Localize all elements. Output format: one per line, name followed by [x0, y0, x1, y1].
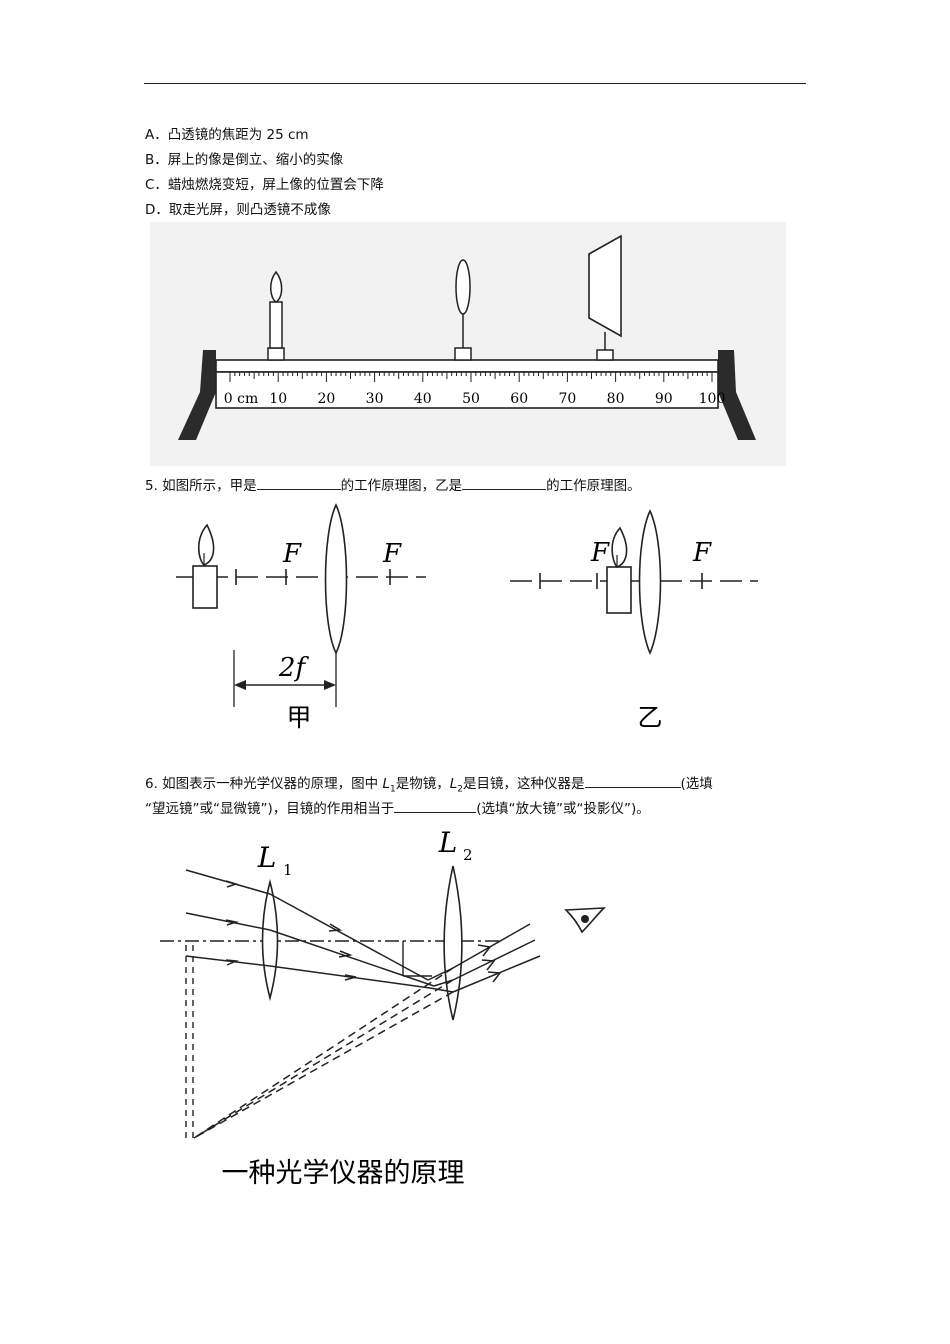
- q6-lens-l2: L: [449, 776, 458, 792]
- q6-text-1: 6. 如图表示一种光学仪器的原理，图中: [145, 776, 383, 792]
- scale-label: 10: [269, 391, 287, 407]
- distance-label-2f: 2f: [278, 653, 310, 683]
- option-a: A．凸透镜的焦距为 25 cm: [145, 127, 309, 143]
- right-stand: [718, 350, 756, 440]
- q5-text-2: 的工作原理图，乙是: [340, 478, 463, 494]
- focus-label-jia-left: F: [282, 539, 302, 569]
- eyepiece-lens-l2: [443, 865, 463, 1021]
- bench-rail: [215, 359, 719, 373]
- header-rule: [144, 83, 806, 84]
- figure-yi: F F 乙: [510, 509, 758, 732]
- candle-jia: [192, 565, 218, 609]
- flame-yi: [611, 526, 628, 568]
- q6-text-5: “望远镜”或“显微镜”)，目镜的作用相当于: [145, 801, 395, 817]
- scale-label: 60: [510, 391, 528, 407]
- scale-label: 0 cm: [224, 391, 258, 407]
- scale-label: 70: [558, 391, 576, 407]
- q6-text-2: 是物镜，: [395, 776, 450, 792]
- focus-label-yi-left: F: [590, 538, 610, 568]
- q6-lens-l2-sub: 2: [457, 784, 463, 795]
- label-l2: L: [438, 826, 458, 859]
- q6-answer-blank-1[interactable]: [584, 774, 681, 788]
- candle-holder: [267, 347, 285, 361]
- q5-text-1: 5. 如图所示，甲是: [145, 478, 257, 494]
- option-d: D．取走光屏，则凸透镜不成像: [145, 202, 331, 218]
- bench-scale: [215, 371, 719, 409]
- question-5: 5. 如图所示，甲是 的工作原理图，乙是 的工作原理图。: [145, 476, 641, 496]
- candle-yi: [606, 566, 632, 614]
- left-stand: [178, 350, 216, 440]
- option-b: B．屏上的像是倒立、缩小的实像: [145, 152, 344, 168]
- optical-bench-figure: 0 cm 10 20 30 40 50 60 70 80 90 100: [150, 222, 786, 466]
- q6-text-4: (选填: [680, 776, 713, 792]
- scale-label: 100: [699, 391, 726, 407]
- focus-label-yi-right: F: [692, 538, 712, 568]
- q6-lens-l1: L: [382, 776, 390, 792]
- figure-jia: F F 2f 甲: [176, 503, 426, 732]
- lens-holder: [454, 347, 472, 361]
- question-6-line-1: 6. 如图表示一种光学仪器的原理，图中 L1是物镜，L2是目镜，这种仪器是(选填: [145, 774, 713, 800]
- scale-ticks: [229, 372, 713, 382]
- scale-labels: 0 cm 10 20 30 40 50 60 70 80 90 100: [224, 391, 726, 407]
- figure-background: [150, 222, 786, 466]
- objective-lens-l1: [261, 878, 279, 1002]
- focus-label-jia-right: F: [382, 539, 402, 569]
- scale-label: 20: [317, 391, 335, 407]
- figure-caption: 一种光学仪器的原理: [222, 1158, 465, 1189]
- caption-jia: 甲: [286, 703, 311, 732]
- scale-label: 80: [607, 391, 625, 407]
- question-6-line-2: “望远镜”或“显微镜”)，目镜的作用相当于 (选填“放大镜”或“投影仪”)。: [145, 799, 650, 819]
- scale-label: 40: [414, 391, 432, 407]
- scale-label: 30: [366, 391, 384, 407]
- label-l1-sub: 1: [283, 861, 293, 879]
- candle: [269, 301, 283, 349]
- lens-jia: [324, 503, 348, 655]
- q6-lens-l1-sub: 1: [390, 784, 396, 795]
- q6-text-6: (选填“放大镜”或“投影仪”)。: [476, 801, 650, 817]
- scale-label: 50: [462, 391, 480, 407]
- option-c: C．蜡烛燃烧变短，屏上像的位置会下降: [145, 177, 384, 193]
- q6-text-3: 是目镜，这种仪器是: [463, 776, 585, 792]
- caption-yi: 乙: [637, 703, 662, 732]
- q5-text-3: 的工作原理图。: [546, 478, 641, 494]
- q5-figures: F F 2f 甲 F F 乙: [176, 503, 758, 732]
- lens-yi: [638, 509, 662, 656]
- scale-label: 90: [655, 391, 673, 407]
- q6-answer-blank-2[interactable]: [394, 799, 477, 813]
- candle-flame: [270, 270, 283, 303]
- q5-answer-blank-1[interactable]: [256, 476, 341, 490]
- light-screen: [588, 234, 622, 338]
- label-l1: L: [257, 841, 277, 874]
- convex-lens: [455, 259, 471, 315]
- q5-answer-blank-2[interactable]: [462, 476, 547, 490]
- flame-jia: [197, 523, 215, 566]
- screen-holder: [596, 349, 614, 361]
- q6-figure: L 1 L 2 一种光学仪器的原理: [160, 826, 607, 1189]
- label-l2-sub: 2: [463, 846, 473, 864]
